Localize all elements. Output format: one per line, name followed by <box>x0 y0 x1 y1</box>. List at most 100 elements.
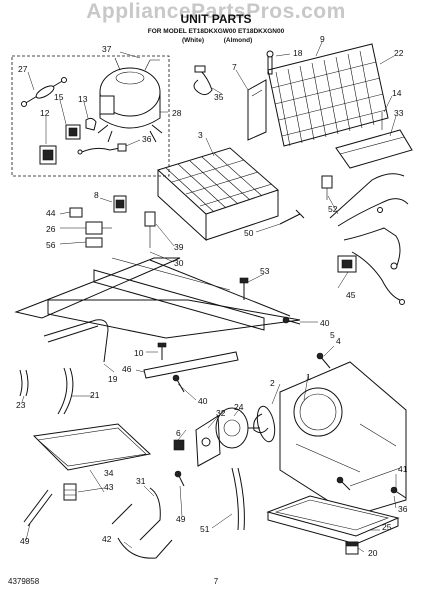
callout-24: 24 <box>234 402 244 412</box>
callout-33: 33 <box>394 108 404 118</box>
part-50-heater-wire <box>279 209 305 225</box>
callout-25: 25 <box>382 522 392 532</box>
callout-9: 9 <box>320 34 325 44</box>
callout-49-right: 36 <box>398 504 408 514</box>
part-34-drain-pan <box>32 423 152 471</box>
part-5-screw <box>316 352 331 369</box>
callout-45: 45 <box>346 290 356 300</box>
callout-34: 34 <box>104 468 114 478</box>
callout-40-upper: 40 <box>320 318 330 328</box>
callout-22: 22 <box>394 48 404 58</box>
part-32-motor-bracket <box>195 415 221 467</box>
callout-44: 44 <box>46 208 56 218</box>
part-56-connector <box>85 237 103 248</box>
part-52-connector <box>321 175 333 200</box>
part-26-capacitor <box>85 221 112 235</box>
part-35-power-cord <box>193 65 213 96</box>
callout-53: 53 <box>260 266 270 276</box>
callout-56: 56 <box>46 240 56 250</box>
callout-21: 21 <box>90 390 100 400</box>
callout-6: 6 <box>176 428 181 438</box>
part-1-fan-bracket <box>279 361 407 517</box>
part-51-drain-tube <box>231 467 245 531</box>
callout-20: 20 <box>368 548 378 558</box>
part-18-drier <box>266 50 274 75</box>
watermark-text: AppliancePartsPros.com <box>86 0 346 23</box>
variant-white: (White) <box>182 37 204 44</box>
callout-19: 19 <box>108 374 118 384</box>
callout-31: 31 <box>136 476 146 486</box>
callout-10: 10 <box>134 348 144 358</box>
callout-39: 39 <box>174 242 184 252</box>
part-2-fan-blade <box>253 405 276 443</box>
part-7-bracket <box>247 79 267 141</box>
callout-40-lower: 40 <box>198 396 208 406</box>
part-19-tube <box>43 319 109 363</box>
part-25-drain-tray <box>266 495 400 545</box>
callout-18: 18 <box>293 48 303 58</box>
model-subtitle: FOR MODEL ET18DKXGW00 ET18DKXGN00 <box>148 28 285 35</box>
callout-46: 46 <box>122 364 132 374</box>
callout-43: 43 <box>104 482 114 492</box>
callout-50: 50 <box>244 228 254 238</box>
part-27-relay-stick <box>21 77 67 107</box>
part-49-screw-left <box>174 470 185 487</box>
leader-lines <box>21 41 397 553</box>
callout-23: 23 <box>16 400 26 410</box>
part-44-terminal <box>69 207 83 218</box>
callout-14: 14 <box>392 88 402 98</box>
page-number: 7 <box>214 577 219 586</box>
part-30-base-frame <box>14 257 301 339</box>
part-12-relay <box>39 145 57 165</box>
callout-35: 35 <box>214 92 224 102</box>
callout-labels: 37 18 9 27 22 7 35 15 13 28 14 33 12 3 3… <box>16 34 408 558</box>
part-6-grommet <box>173 439 185 451</box>
callout-13: 13 <box>78 94 88 104</box>
part-21-hose <box>57 367 74 415</box>
part-42-tube <box>23 489 53 527</box>
part-13-clip <box>85 117 97 131</box>
part-46-rail <box>143 351 239 379</box>
part-28-compressor <box>97 57 163 143</box>
part-40-screw-lower <box>172 374 185 393</box>
part-20-cap <box>345 541 359 555</box>
part-36-drain-hose <box>111 503 173 559</box>
part-53-screw <box>239 277 249 300</box>
part-3-evaporator <box>157 147 279 242</box>
part-36-wire-harness <box>77 143 127 155</box>
diagram-title: UNIT PARTS <box>180 12 251 26</box>
part-33-drain-tube <box>335 129 413 169</box>
part-15-overload <box>65 124 81 140</box>
callout-36-bottom: 42 <box>102 534 112 544</box>
compressor-group-box <box>11 55 170 177</box>
callout-52: 52 <box>328 204 338 214</box>
callout-49-left: 49 <box>176 514 186 524</box>
callout-12: 12 <box>40 108 50 118</box>
callout-7: 7 <box>232 62 237 72</box>
part-41-screw <box>390 486 407 499</box>
callout-2: 2 <box>270 378 275 388</box>
part-39-fitting <box>144 211 156 248</box>
callout-8: 8 <box>94 190 99 200</box>
callout-15: 15 <box>54 92 64 102</box>
callout-41: 41 <box>398 464 408 474</box>
part-43-grommet <box>63 483 77 501</box>
part-45-wiring-harness <box>329 173 409 305</box>
callout-26: 26 <box>46 224 56 234</box>
callout-37: 37 <box>102 44 112 54</box>
part-40-screw-upper <box>282 316 301 325</box>
callout-4: 4 <box>336 336 341 346</box>
callout-32: 32 <box>216 408 226 418</box>
callout-5: 5 <box>330 330 335 340</box>
part-22-condenser <box>267 43 389 147</box>
part-24-fan-motor <box>215 407 260 449</box>
callout-27: 27 <box>18 64 28 74</box>
part-31-tube <box>139 487 161 541</box>
part-49-screw-right <box>336 476 351 491</box>
part-8-thermostat <box>113 195 127 213</box>
callout-3: 3 <box>198 130 203 140</box>
callout-1: 1 <box>306 372 311 382</box>
footer-code: 4379858 <box>8 577 40 586</box>
part-10-screw <box>157 342 167 360</box>
callout-28: 28 <box>172 108 182 118</box>
